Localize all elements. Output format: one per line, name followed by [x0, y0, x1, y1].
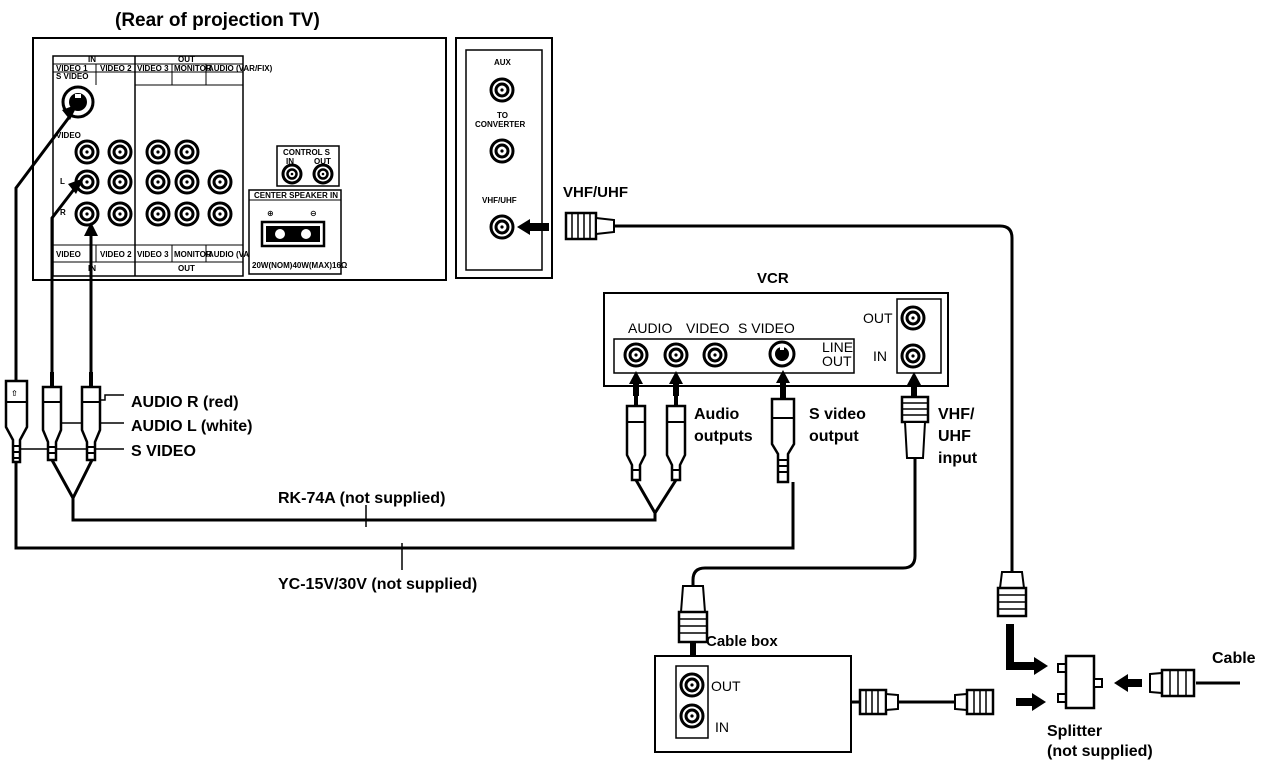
antenna-panel: AUX TO CONVERTER VHF/UHF [455, 37, 553, 279]
tv-r-label: R [60, 208, 66, 217]
cable-box-title: Cable box [706, 633, 778, 650]
vcr-audio-plugs [625, 371, 687, 482]
speaker-plus: ⊕ [267, 209, 274, 218]
vhf-uhf-plug [564, 211, 615, 241]
vcr-svideo-label: S VIDEO [738, 320, 795, 336]
control-s-in-label: IN [286, 157, 294, 166]
vhf-uhf-jack[interactable] [489, 214, 515, 240]
center-speaker-label: CENTER SPEAKER IN [254, 191, 338, 200]
speaker-rating: 20W(NOM)40W(MAX)16Ω [252, 261, 348, 270]
cable-label: Cable [1212, 650, 1256, 667]
tv-audio-r-plug [80, 372, 102, 462]
aux-jack[interactable] [489, 77, 515, 103]
vcr-out-jack[interactable] [900, 305, 926, 331]
tv-audio-l-plug [41, 372, 63, 462]
s-video-label: S VIDEO [131, 443, 196, 460]
tv-l-label: L [60, 177, 65, 186]
vcr-svideo-jack[interactable] [768, 340, 796, 368]
s-video-output-label-1: S video [809, 406, 866, 423]
cable-box-top-plug [677, 585, 709, 675]
tv-svideo-label: S VIDEO [56, 72, 88, 81]
tv-audio-var-top-label: AUDIO (VAR/FIX) [208, 64, 273, 73]
vhf-uhf-input-label-1: VHF/ [938, 406, 975, 423]
aux-label: AUX [494, 58, 512, 67]
cable-box-unit: OUT IN [654, 655, 852, 753]
audio-outputs-label-2: outputs [694, 428, 753, 445]
svg-text:⇧: ⇧ [11, 389, 18, 398]
rk74a-label: RK-74A (not supplied) [278, 490, 445, 507]
vcr-in-jack[interactable] [900, 343, 926, 369]
vcr-audio-l-jack[interactable] [623, 342, 649, 368]
tv-out-bottom-label: OUT [178, 264, 195, 273]
vcr-in-jack-label: IN [873, 348, 887, 364]
tv-video2-bottom-label: VIDEO 2 [100, 250, 132, 259]
tv-video-label: VIDEO [56, 131, 81, 140]
vcr-title: VCR [757, 270, 789, 287]
vcr-line-label: LINE [822, 339, 853, 355]
cable-box-out-label: OUT [711, 678, 741, 694]
speaker-minus: ⊖ [310, 209, 317, 218]
vcr-audio-r-jack[interactable] [663, 342, 689, 368]
vhf-uhf-input-label-3: input [938, 450, 978, 467]
vcr-vhf-input-plug [900, 372, 930, 459]
converter-label: CONVERTER [475, 120, 525, 129]
to-label: TO [497, 111, 508, 120]
tv-monitor-top-label: MONITOR [174, 64, 212, 73]
vcr-svideo-plug [770, 370, 796, 484]
splitter-middle-plugs [858, 688, 1046, 716]
splitter [1057, 654, 1103, 710]
tv-title: (Rear of projection TV) [115, 10, 320, 31]
tv-out-label: OUT [178, 55, 195, 64]
vcr-out-label: OUT [822, 353, 852, 369]
control-s-out-label: OUT [314, 157, 331, 166]
cable-box-in-label: IN [715, 719, 729, 735]
cable-in-plug [1114, 668, 1196, 698]
cable-box-out-jack[interactable] [679, 672, 705, 698]
tv-side-connections [14, 104, 98, 381]
tv-audio-var-bottom-label: AUDIO (VAR/FIX) [208, 250, 273, 259]
panel-vhf-uhf-label: VHF/UHF [482, 196, 517, 205]
tv-monitor-bottom-label: MONITOR [174, 250, 212, 259]
control-s-in-jack[interactable] [281, 163, 303, 185]
control-s-out-jack[interactable] [312, 163, 334, 185]
yc15v-label: YC-15V/30V (not supplied) [278, 576, 477, 593]
tv-rear-panel: IN OUT VIDEO 1 VIDEO 2 VIDEO 3 MONITOR A… [32, 37, 447, 281]
splitter-label-1: Splitter [1047, 723, 1102, 740]
vhf-uhf-input-label-2: UHF [938, 428, 971, 445]
speaker-terminals[interactable] [260, 220, 326, 248]
audio-outputs-label-1: Audio [694, 406, 740, 423]
tv-video1-label: VIDEO 1 [56, 64, 88, 73]
audio-l-label: AUDIO L (white) [131, 418, 252, 435]
tv-in-label: IN [88, 55, 96, 64]
vhf-uhf-arrow [517, 219, 549, 235]
vcr-video-label: VIDEO [686, 320, 730, 336]
vhf-uhf-label: VHF/UHF [563, 184, 628, 201]
vcr-audio-label: AUDIO [628, 320, 672, 336]
tv-video3-bottom-label: VIDEO 3 [137, 250, 169, 259]
vcr-unit: AUDIO VIDEO S VIDEO LINE OUT OUT IN [603, 292, 949, 387]
tv-svideo-plug: ⇧ [4, 379, 29, 464]
tv-video2-label: VIDEO 2 [100, 64, 132, 73]
tv-video3-top-label: VIDEO 3 [137, 64, 169, 73]
s-video-output-label-2: output [809, 428, 859, 445]
control-s-label: CONTROL S [283, 148, 331, 157]
vcr-video-jack[interactable] [702, 342, 728, 368]
audio-r-label: AUDIO R (red) [131, 394, 239, 411]
cable-box-in-jack[interactable] [679, 703, 705, 729]
splitter-top-plug [996, 571, 1048, 675]
splitter-label-2: (not supplied) [1047, 743, 1153, 760]
vcr-out-jack-label: OUT [863, 310, 893, 326]
tv-video1-bottom-label: VIDEO [56, 250, 81, 259]
converter-jack[interactable] [489, 138, 515, 164]
